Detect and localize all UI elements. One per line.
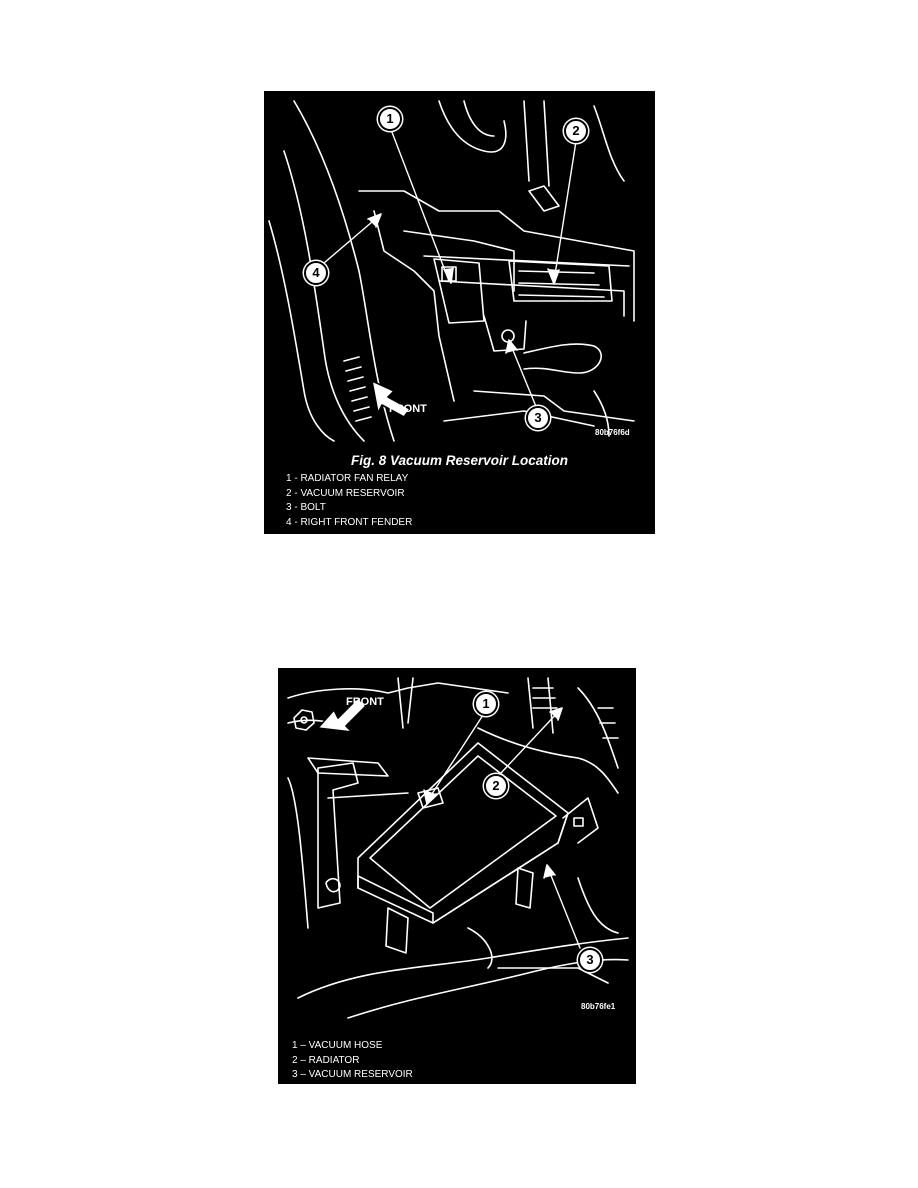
legend: 1 – VACUUM HOSE 2 – RADIATOR 3 – VACUUM …	[292, 1039, 413, 1083]
callout-3: 3	[578, 948, 602, 972]
callout-4: 4	[304, 261, 328, 285]
line-drawing-engine-bay	[268, 100, 635, 442]
callout-1: 1	[378, 107, 402, 131]
line-drawing-reservoir	[287, 677, 629, 1019]
legend-item: 1 – VACUUM HOSE	[292, 1040, 383, 1051]
figure-code: 80b76f6d	[595, 428, 630, 437]
callout-3: 3	[526, 406, 550, 430]
figure-vacuum-reservoir-detail: 1 2 3 FRONT 80b76fe1 1 – VACUUM HOSE 2 –…	[278, 668, 636, 1084]
legend-item: 2 - VACUUM RESERVOIR	[286, 487, 405, 499]
callout-2: 2	[564, 119, 588, 143]
callout-1: 1	[474, 692, 498, 716]
legend-item: 2 – RADIATOR	[292, 1054, 360, 1066]
legend-item: 1 - RADIATOR FAN RELAY	[286, 473, 409, 484]
callout-2: 2	[484, 774, 508, 798]
front-direction-label: FRONT	[389, 403, 427, 415]
figure-vacuum-reservoir-location: 1 2 3 4 FRONT 80b76f6d Fig. 8 Vacuum Res…	[264, 91, 655, 534]
legend-item: 4 - RIGHT FRONT FENDER	[286, 516, 413, 528]
front-direction-label: FRONT	[346, 696, 384, 708]
legend: 1 - RADIATOR FAN RELAY 2 - VACUUM RESERV…	[286, 472, 412, 530]
legend-item: 3 – VACUUM RESERVOIR	[292, 1069, 413, 1080]
legend-item: 3 - BOLT	[286, 502, 326, 513]
figure-code: 80b76fe1	[581, 1002, 616, 1011]
figure-title: Fig. 8 Vacuum Reservoir Location	[350, 453, 569, 468]
